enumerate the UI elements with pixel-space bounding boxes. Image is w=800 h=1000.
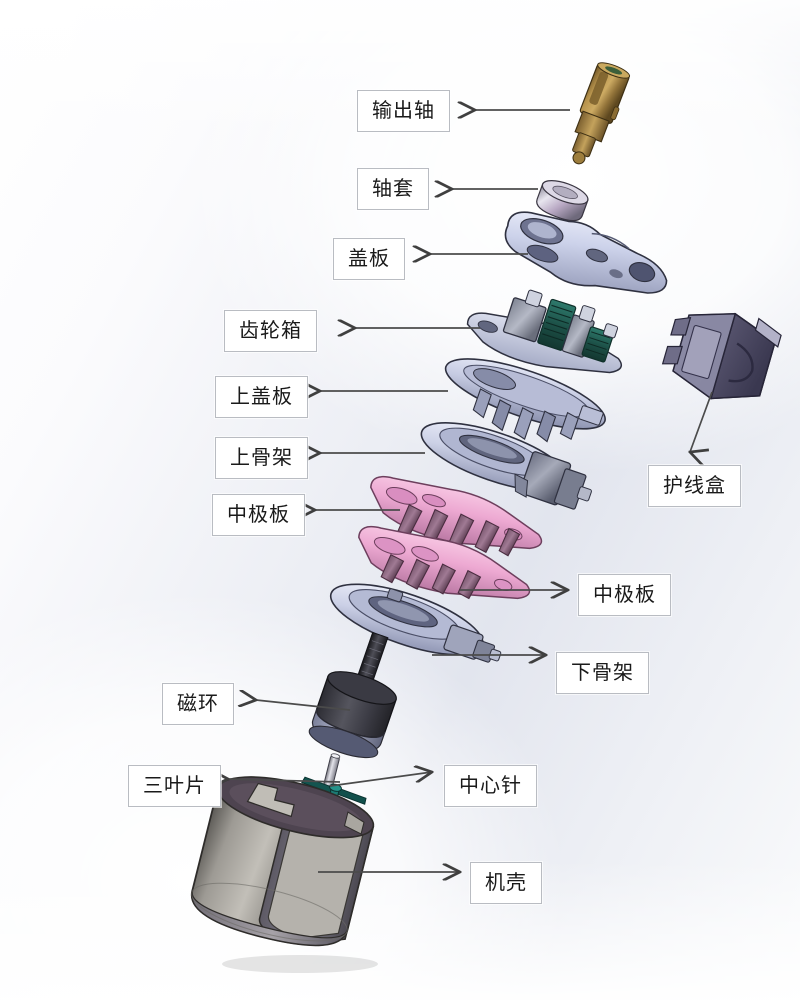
label-lower-frame[interactable]: 下骨架	[556, 652, 649, 694]
cover-plate-part	[482, 211, 682, 306]
lower-frame-part	[318, 583, 518, 684]
upper-frame-part	[408, 422, 608, 524]
output-shaft-part	[540, 62, 650, 177]
label-three-blade[interactable]: 三叶片	[128, 765, 221, 807]
label-magnet-ring[interactable]: 磁环	[162, 683, 234, 725]
label-cover-plate[interactable]: 盖板	[333, 238, 405, 280]
magnet-ring-part	[300, 630, 420, 770]
label-gearbox[interactable]: 齿轮箱	[224, 310, 317, 352]
label-upper-cover[interactable]: 上盖板	[215, 376, 308, 418]
label-bushing[interactable]: 轴套	[357, 168, 429, 210]
leader-wire-box	[690, 391, 713, 452]
leader-center-pin	[329, 772, 432, 787]
gearbox-part	[458, 289, 638, 392]
wire-guard-box-part	[661, 300, 782, 420]
upper-cover-plate-part	[428, 358, 618, 456]
label-mid-pole-left[interactable]: 中极板	[212, 494, 305, 536]
label-center-pin[interactable]: 中心针	[444, 765, 537, 807]
label-housing[interactable]: 机壳	[470, 862, 542, 904]
label-upper-frame[interactable]: 上骨架	[215, 437, 308, 479]
label-output-shaft[interactable]: 输出轴	[357, 90, 450, 132]
leader-magnet-ring	[256, 700, 351, 711]
bushing-part	[527, 178, 597, 230]
label-mid-pole-right[interactable]: 中极板	[578, 574, 671, 616]
mid-pole-plate-2-part	[340, 525, 540, 620]
motor-housing-part	[182, 776, 432, 973]
leader-three-blade	[228, 779, 341, 782]
label-wire-box[interactable]: 护线盒	[648, 465, 741, 507]
